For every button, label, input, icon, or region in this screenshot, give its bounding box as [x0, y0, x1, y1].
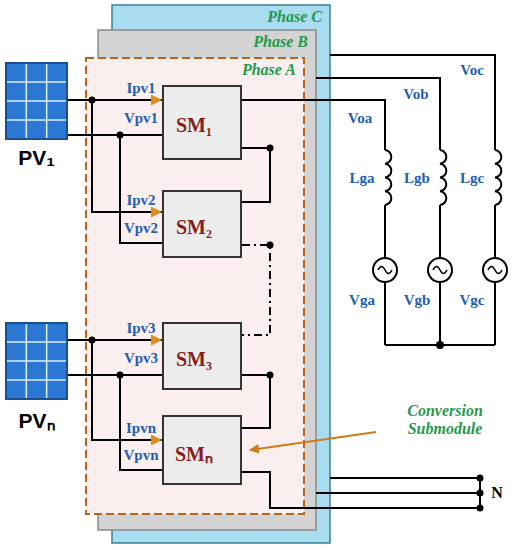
- submodule-box: SM₂: [162, 190, 242, 258]
- pv-array-icon: [5, 62, 68, 140]
- signal-label: Ipvn: [126, 420, 156, 437]
- wire-connector: [242, 148, 270, 202]
- wires: [68, 55, 507, 508]
- signal-label: Vgc: [460, 292, 485, 309]
- pv-grid-line: [7, 341, 66, 343]
- pv-grid-line: [7, 119, 66, 121]
- pv-grid: [7, 324, 66, 398]
- pv-grid-line: [7, 100, 66, 102]
- wire-connector: [68, 100, 162, 212]
- signal-label: Lga: [349, 170, 374, 187]
- wire-connector: [242, 375, 270, 428]
- pv-array-icon: [5, 322, 68, 400]
- pv-frame: [6, 323, 67, 399]
- phase-label: Phase B: [253, 33, 308, 51]
- phase-panel: Phase A SM₁ SM₂ SM₃ SMₙ: [86, 58, 304, 514]
- sine-mark: [378, 267, 502, 274]
- submodule-label: SM₁: [176, 114, 212, 137]
- inductor-symbol: [440, 150, 446, 205]
- pv-grid-line: [7, 379, 66, 381]
- junction-dots: [89, 97, 484, 512]
- callout-label: Conversion Submodule: [380, 402, 510, 439]
- neutral-wires: [242, 472, 480, 508]
- pvn-return-wire: [68, 375, 162, 470]
- junction-dot: [477, 505, 484, 512]
- signal-label: Lgc: [460, 170, 484, 187]
- grid-wires: [385, 205, 495, 345]
- pv-label: PV₁: [18, 146, 55, 170]
- signal-label: Vpv1: [124, 110, 158, 127]
- inductor-symbol: [385, 150, 391, 205]
- callout-arrow: [250, 432, 376, 450]
- phase-c-output-wire: [330, 55, 495, 150]
- wire-connector: [68, 340, 162, 440]
- submodule-box: SMₙ: [162, 415, 242, 485]
- pv-panel: PVₙ: [5, 322, 68, 400]
- pv-frame: [6, 63, 67, 139]
- signal-label: Ipv2: [126, 192, 155, 209]
- junction-dot: [436, 341, 444, 349]
- pv-label: PVₙ: [18, 406, 54, 434]
- phase-a-output-wire: [242, 100, 385, 150]
- signal-label: Vob: [403, 86, 428, 103]
- wire-connector: [242, 245, 270, 335]
- inductor-symbol: [495, 150, 501, 205]
- pv-panel: PV₁: [5, 62, 68, 140]
- signal-label: Voc: [460, 62, 484, 79]
- phase-a-panel: [86, 58, 304, 514]
- junction-dot: [477, 490, 484, 497]
- pv-grid-line: [7, 81, 66, 83]
- submodule-box: SM₃: [162, 322, 242, 390]
- junction-dot: [117, 372, 124, 379]
- signal-label: Vpv3: [124, 350, 158, 367]
- phase-b-output-wire: [316, 78, 440, 150]
- submodule-label: SM₂: [176, 216, 212, 239]
- phase-label: Phase A: [242, 61, 296, 79]
- signal-label: Ipv3: [126, 320, 155, 337]
- submodule-label: SMₙ: [175, 440, 213, 467]
- signal-label: Ipv1: [126, 80, 155, 97]
- junction-dot: [477, 475, 484, 482]
- signal-label: Vpv2: [124, 220, 158, 237]
- signal-label: Vpvn: [123, 447, 158, 464]
- signal-label: Vga: [349, 292, 375, 309]
- signal-label: Lgb: [404, 170, 430, 187]
- pv-grid: [7, 64, 66, 138]
- signal-label: Voa: [348, 110, 372, 127]
- submodule-box: SM₁: [162, 85, 242, 160]
- pv1-return-wire: [68, 135, 162, 243]
- junction-dot: [117, 132, 124, 139]
- submodule-label: SM₃: [176, 348, 212, 371]
- pv-grid-line: [7, 360, 66, 362]
- signal-label: N: [491, 484, 503, 502]
- phase-label: Phase C: [267, 8, 322, 26]
- signal-label: Vgb: [404, 292, 431, 309]
